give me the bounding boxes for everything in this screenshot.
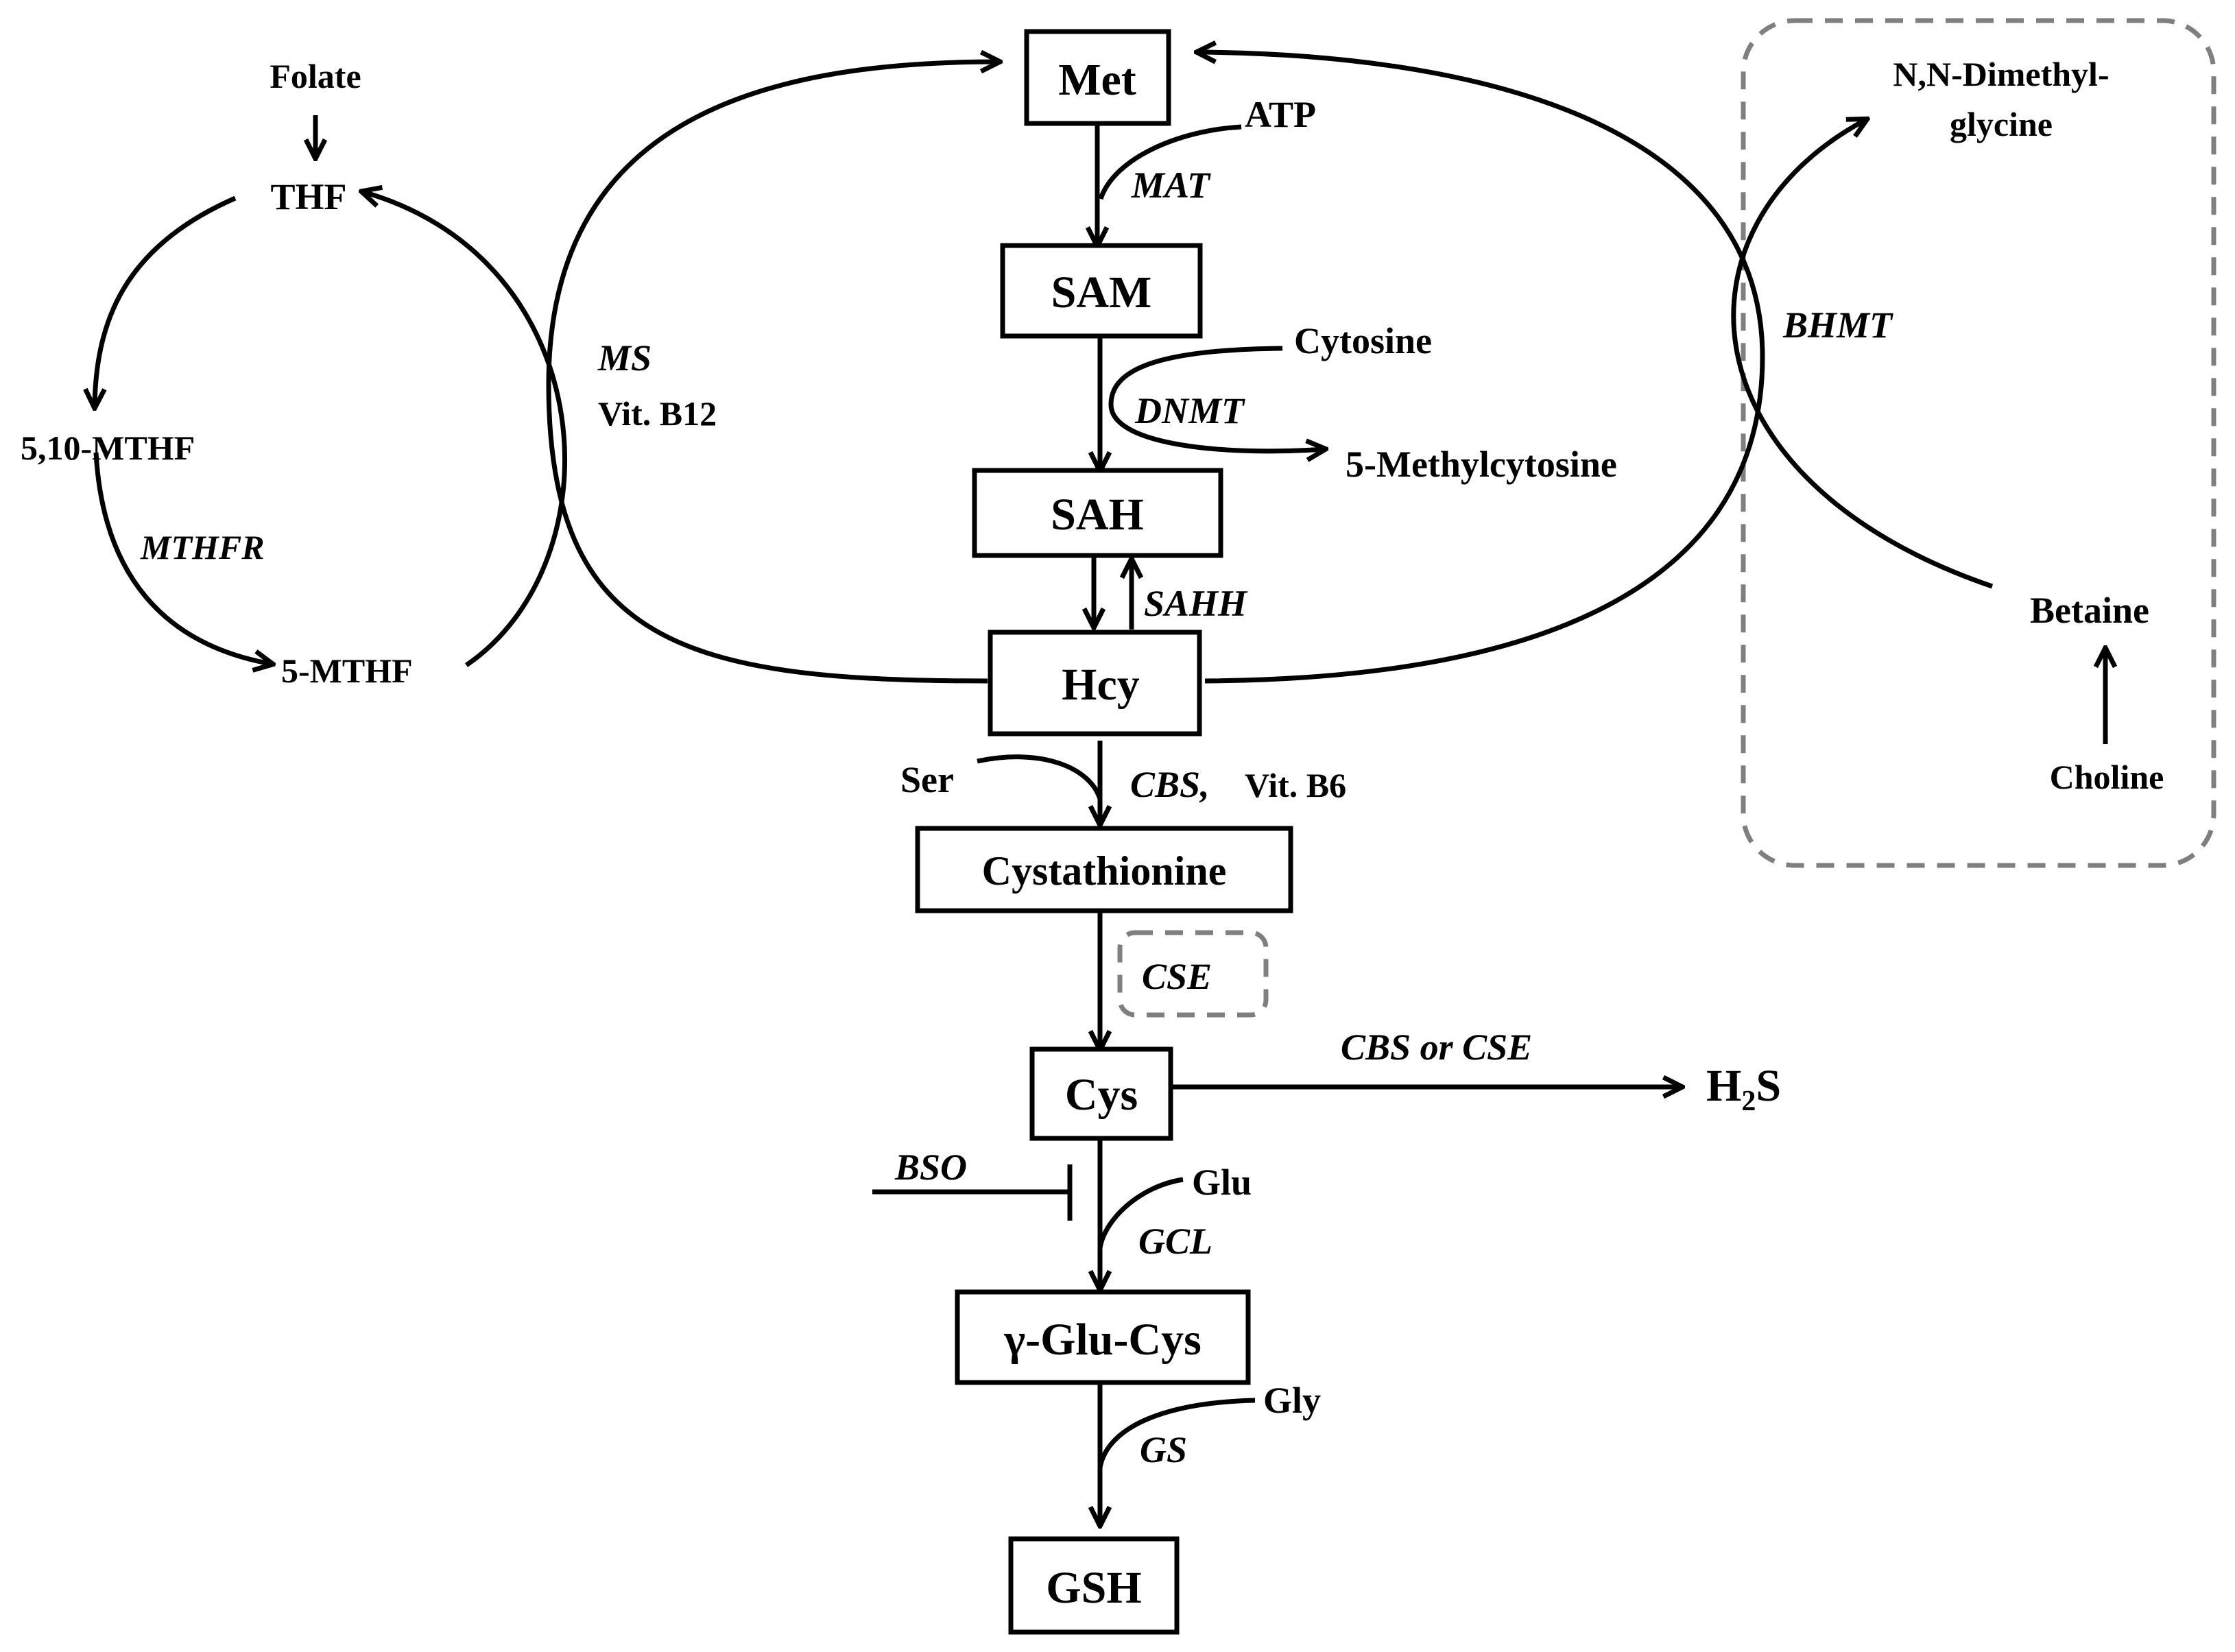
5methylcytosine-label: 5-Methylcytosine [1346, 444, 1617, 485]
h2s-label: H2S [1706, 1061, 1781, 1117]
vitb12-label: Vit. B12 [598, 394, 717, 433]
cystathionine-node: Cystathionine [915, 826, 1293, 913]
sah-node: SAH [972, 468, 1223, 558]
met-node: Met [1024, 29, 1171, 126]
bhmt-loop-hcy-to-met-arrow [1199, 52, 1765, 684]
hcy-label: Hcy [1062, 660, 1140, 710]
cys-node: Cys [1029, 1046, 1173, 1141]
bhmt-label: BHMT [1782, 304, 1893, 346]
mat-label: MAT [1131, 165, 1211, 206]
510mthf-to-5mthf-arrow [93, 452, 271, 664]
gglucys-node: γ-Glu-Cys [955, 1289, 1251, 1385]
cytosine-label: Cytosine [1294, 320, 1432, 361]
sah-label: SAH [1051, 490, 1144, 540]
glu-label: Glu [1192, 1162, 1252, 1203]
betaine-region-dashed-box [1741, 18, 2216, 868]
cytosine-to-5methylcytosine-curve [1108, 346, 1324, 451]
atp-curve [1098, 124, 1242, 200]
bso-label: BSO [894, 1147, 967, 1188]
gcl-label: GCL [1138, 1221, 1212, 1262]
ms-label: MS [597, 337, 652, 379]
dmg-label-line1: N,N-Dimethyl- [1893, 55, 2109, 93]
cbs-or-cse-label: CBS or CSE [1341, 1027, 1532, 1068]
cys-label: Cys [1065, 1070, 1138, 1120]
mthfr-label: MTHFR [140, 528, 265, 566]
hcy-node: Hcy [988, 630, 1202, 737]
met-label: Met [1058, 55, 1136, 105]
choline-label: Choline [2050, 758, 2164, 796]
gsh-label: GSH [1046, 1563, 1141, 1613]
sam-node: SAM [1000, 243, 1203, 339]
atp-label: ATP [1245, 94, 1316, 135]
cse-dashed-box [1117, 930, 1269, 1018]
vitb6-label: Vit. B6 [1245, 766, 1346, 804]
gsh-node: GSH [1008, 1536, 1180, 1635]
betaine-label: Betaine [2030, 590, 2149, 631]
thf-to-510mthf-arrow [95, 195, 237, 406]
5mthf-to-thf-arrow [363, 192, 568, 667]
gs-label: GS [1140, 1429, 1187, 1470]
510mthf-label: 5,10-MTHF [21, 429, 195, 467]
dnmt-label: DNMT [1134, 390, 1245, 431]
thf-label: THF [270, 176, 346, 217]
ser-curve [977, 754, 1103, 800]
sam-label: SAM [1051, 267, 1152, 318]
betaine-to-dmg-arrow [1731, 120, 1994, 589]
cystathionine-label: Cystathionine [982, 848, 1227, 894]
gly-curve [1097, 1398, 1256, 1468]
5mthf-label: 5-MTHF [281, 651, 413, 690]
sahh-label: SAHH [1144, 583, 1248, 624]
gly-label: Gly [1263, 1380, 1321, 1421]
ms-loop-hcy-to-met-arrow [546, 62, 998, 684]
ser-label: Ser [900, 759, 954, 800]
cse-label: CSE [1142, 956, 1212, 997]
cbs-label: CBS, [1130, 764, 1210, 805]
folate-label: Folate [270, 57, 361, 95]
dmg-label-line2: glycine [1950, 105, 2053, 143]
glu-curve [1097, 1177, 1184, 1249]
gglucys-label: γ-Glu-Cys [1003, 1315, 1202, 1365]
